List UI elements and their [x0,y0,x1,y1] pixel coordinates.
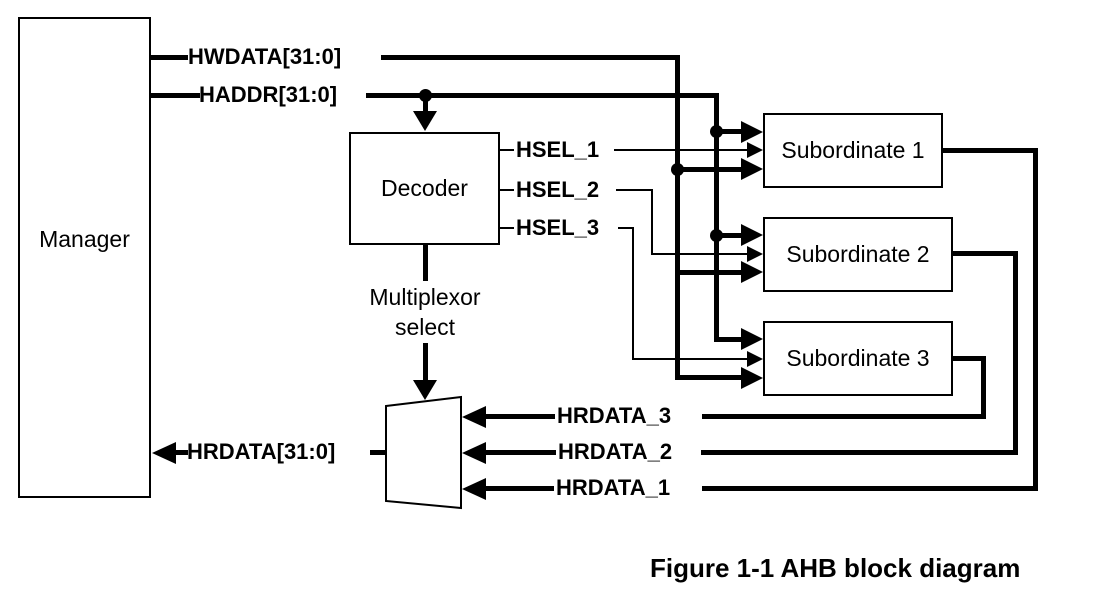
sub2-hwdata-branch-line [677,269,743,275]
decoder-block: Decoder [349,132,500,245]
subordinate2-block-label: Subordinate 2 [786,241,930,267]
haddr-bus-line [150,92,200,98]
figure-caption: Figure 1-1 AHB block diagram [650,553,1021,583]
hrdata1-line [1033,148,1038,491]
manager-block-label: Manager [39,225,130,252]
hwdata-label: HWDATA[31:0] [188,44,342,69]
sub2-hwdata-arrowhead-icon [741,261,763,283]
subordinate1-block-label: Subordinate 1 [781,137,925,163]
hsel3-line [500,227,514,229]
mux-select-label: Multiplexor select [369,284,481,340]
hrdata1-line [943,148,1038,153]
hsel3-arrowhead-icon [747,350,763,367]
haddr-sub1-junction-dot [709,125,723,138]
hrdata-out-label: HRDATA[31:0] [187,439,336,464]
haddr-sub2-junction-dot [709,228,723,242]
haddr-bus-line [366,92,718,98]
hrdata2-line [1013,251,1018,455]
mux-select-arrowhead-icon [413,380,437,400]
hrdata-out-arrowhead-icon [152,441,176,464]
hrdata2-label: HRDATA_2 [558,439,673,464]
subordinate3-block: Subordinate 3 [763,321,953,396]
mux-select-line [422,343,428,383]
hwdata-sub1-junction-dot [670,162,684,176]
hrdata2-line [953,251,1018,256]
subordinate2-block: Subordinate 2 [763,217,953,292]
hwdata-bus-line [381,54,679,60]
sub1-haddr-arrowhead-icon [741,120,763,143]
sub3-haddr-branch-line [716,336,743,342]
haddr-trunk-line [713,92,719,342]
manager-block: Manager [18,17,151,498]
hrdata3-line [953,356,986,361]
hrdata2-line [701,450,1018,455]
sub3-haddr-arrowhead-icon [741,328,763,350]
hrdata3-arrowhead-icon [462,405,486,428]
hsel2-line [500,189,514,191]
hsel2-label: HSEL_2 [516,177,600,202]
hrdata2-line [486,450,556,455]
decoder-feed-line [422,95,428,115]
hrdata3-line [702,414,986,419]
hsel1-line [614,149,747,151]
haddr-label: HADDR[31:0] [199,82,338,107]
sub3-hwdata-branch-line [677,375,743,380]
sub3-hwdata-arrowhead-icon [741,366,763,389]
hsel3-line [632,227,634,358]
sub1-hwdata-branch-line [677,166,743,172]
hsel1-arrowhead-icon [747,142,763,158]
hrdata1-line [486,486,554,491]
multiplexor-shape [385,395,462,510]
haddr-decoder-junction-dot [418,88,432,102]
hsel2-line [651,252,747,255]
hsel1-line [500,149,514,151]
subordinate3-block-label: Subordinate 3 [786,345,930,371]
hsel2-arrowhead-icon [747,245,763,262]
sub2-haddr-arrowhead-icon [741,224,763,246]
decoder-block-label: Decoder [381,175,468,201]
hrdata-out-line [370,450,386,455]
hrdata1-arrowhead-icon [462,477,486,500]
hrdata3-line [981,356,986,419]
hwdata-bus-line [150,54,188,60]
hsel3-line [632,357,747,360]
hrdata3-label: HRDATA_3 [557,403,672,428]
hsel3-label: HSEL_3 [516,215,600,240]
decoder-feed-arrowhead-icon [413,111,437,131]
hrdata1-label: HRDATA_1 [556,475,671,500]
sub1-haddr-branch-line [716,129,743,134]
hwdata-trunk-line [674,54,680,380]
hrdata2-arrowhead-icon [462,441,486,464]
hsel1-label: HSEL_1 [516,137,600,162]
sub2-haddr-branch-line [716,232,743,238]
hsel3-line [618,227,634,229]
mux-select-line [422,245,428,281]
hrdata-out-line [174,450,188,455]
hsel2-line [616,189,653,191]
sub1-hwdata-arrowhead-icon [741,158,763,180]
hrdata3-line [486,414,555,419]
hrdata1-line [702,486,1038,491]
hsel2-line [651,189,653,253]
subordinate1-block: Subordinate 1 [763,113,943,188]
